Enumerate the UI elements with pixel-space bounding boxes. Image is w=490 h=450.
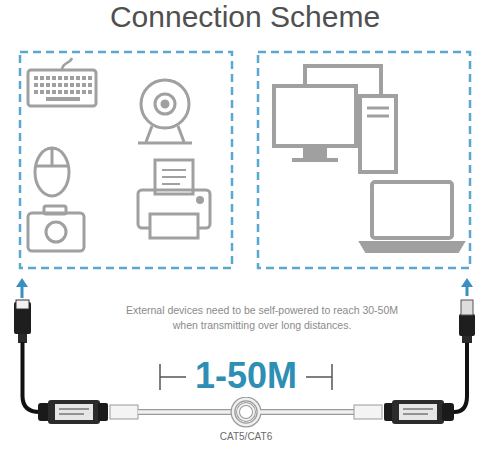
printer-icon [162, 176, 186, 178]
desktop-icon [367, 107, 389, 110]
extender-adapter [442, 403, 454, 421]
desktop-icon [367, 115, 389, 118]
laptop-icon [360, 242, 464, 252]
extender-adapter [354, 400, 454, 424]
keyboard-icon [62, 58, 72, 70]
direction-arrow [16, 278, 28, 287]
usb-connector [454, 342, 467, 412]
extender-adapter [392, 400, 444, 424]
keyboard-icon [34, 90, 92, 94]
extender-adapter [59, 413, 84, 415]
laptop-icon [360, 182, 464, 252]
mouse-icon [35, 148, 69, 196]
length-bracket [160, 376, 187, 378]
ethernet-cable [138, 409, 232, 415]
ethernet-cable [233, 399, 259, 425]
printer-icon [198, 198, 203, 203]
usb-connector [16, 300, 29, 309]
usb-connector [459, 314, 475, 336]
printer-icon [150, 214, 198, 238]
dashed-region [20, 52, 470, 268]
extender-adapter [48, 400, 100, 424]
desktop-icon [274, 86, 356, 146]
ethernet-cable [233, 399, 259, 425]
printer-icon [138, 160, 210, 238]
keyboard-icon [34, 83, 92, 87]
webcam-icon [146, 126, 184, 142]
laptop-icon [372, 182, 452, 238]
extender-adapter [55, 404, 93, 420]
usb-connector [454, 300, 475, 412]
usb-connector [23, 342, 41, 412]
keyboard-icon [46, 97, 80, 101]
length-bracket [305, 376, 332, 378]
extender-adapter [59, 408, 89, 410]
desktop-icon [292, 158, 338, 162]
extender-adapter [98, 403, 108, 421]
camera-icon [28, 206, 84, 251]
desktop-icon [360, 96, 396, 172]
direction-arrow [16, 278, 473, 298]
ethernet-cable [138, 399, 354, 425]
extender-adapter [110, 405, 138, 419]
desktop-icon [274, 66, 396, 172]
mouse-icon [35, 165, 69, 168]
usb-connector [18, 334, 27, 343]
ethernet-cable [138, 410, 232, 414]
webcam-icon [141, 80, 189, 128]
dashed-region [20, 52, 232, 268]
keyboard-icon [28, 70, 96, 106]
extender-adapter [403, 408, 433, 410]
printer-icon [162, 169, 186, 171]
mouse-icon [51, 148, 54, 166]
webcam-icon [155, 94, 175, 114]
printer-icon [162, 183, 180, 185]
ethernet-cable [260, 410, 354, 414]
webcam-icon [138, 142, 192, 145]
dashed-region [258, 52, 470, 268]
extender-adapter [399, 404, 437, 420]
direction-arrow [461, 278, 473, 287]
note-text: External devices need to be self-powered… [124, 303, 400, 333]
usb-connector [14, 300, 40, 412]
camera-icon [28, 213, 84, 251]
keyboard-icon [34, 76, 92, 80]
extender-adapter [38, 400, 138, 424]
camera-icon [46, 222, 66, 242]
page-title: Connection Scheme [0, 0, 490, 34]
extender-adapter [354, 405, 382, 419]
length-label: 1-50M [186, 355, 306, 397]
extender-adapter [403, 413, 428, 415]
mouse-icon [35, 148, 69, 196]
ethernet-cable [260, 409, 354, 415]
keyboard-icon [28, 58, 96, 106]
cable-label: CAT5/CAT6 [186, 430, 306, 443]
ethernet-cable [238, 404, 254, 420]
usb-connector [461, 300, 473, 315]
ethernet-cable [238, 404, 254, 420]
webcam-icon [138, 80, 192, 143]
webcam-icon [162, 101, 168, 107]
desktop-icon [305, 146, 325, 158]
